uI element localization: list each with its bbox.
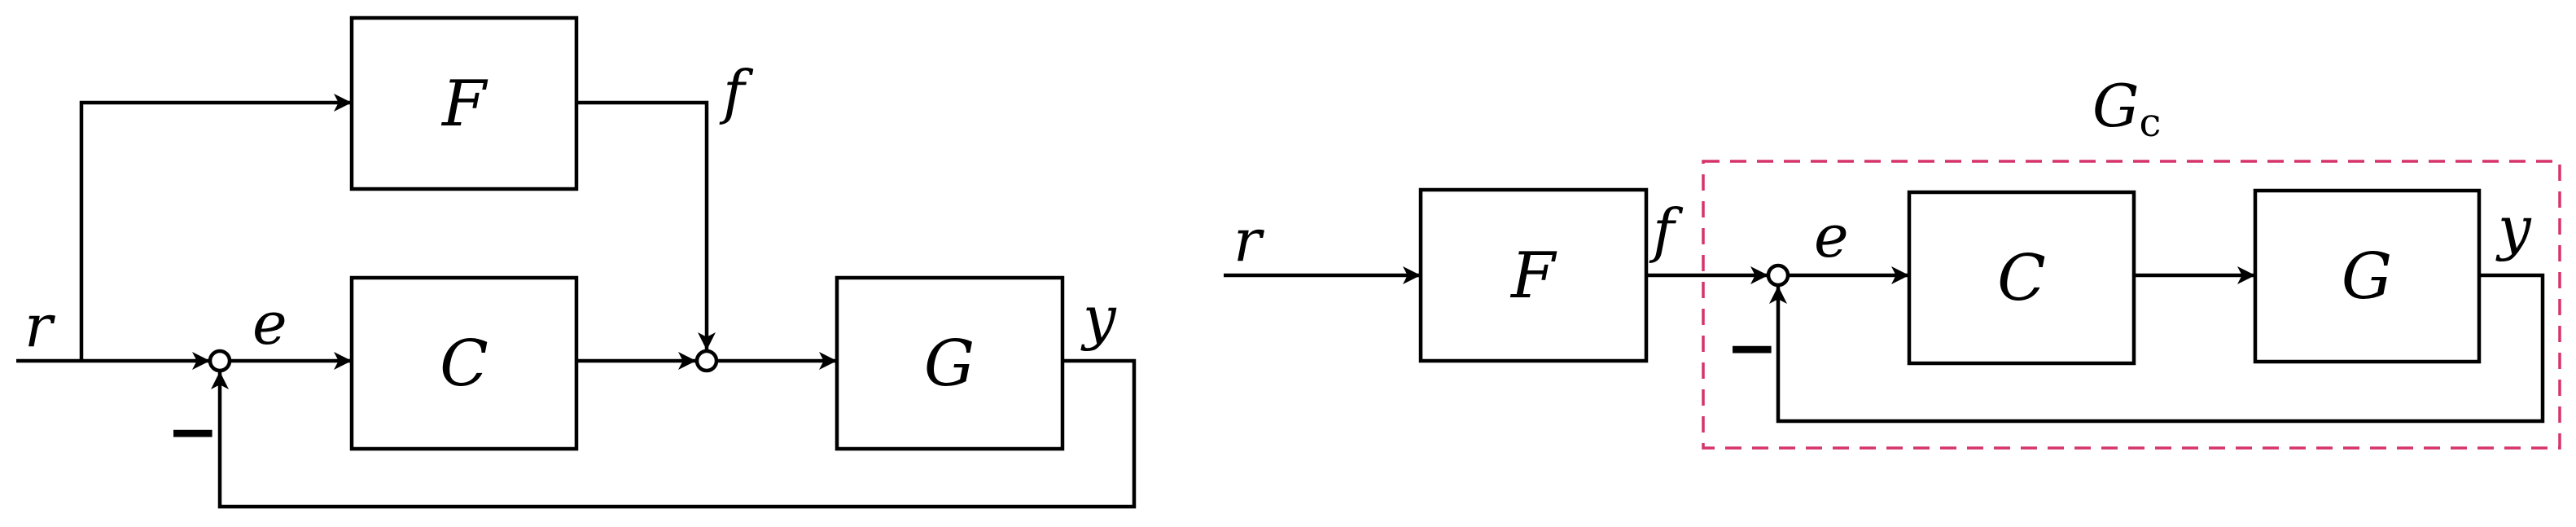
- left-block-controller-label: C: [440, 327, 488, 401]
- left-wire-feedback: [211, 358, 1137, 509]
- left-block-prefilter: F: [349, 15, 579, 191]
- left-summing-junction-feedforward: [694, 349, 719, 373]
- right-closed-loop-frame: [1702, 160, 2561, 450]
- left-summing-junction-error: [208, 349, 232, 373]
- right-block-plant-label: G: [2342, 240, 2392, 314]
- right-signal-error: e: [1814, 202, 1849, 270]
- left-block-controller: C: [349, 275, 579, 451]
- left-diagram: F C G r e f y −: [16, 15, 1137, 509]
- left-wire-branch-to-prefilter: [79, 94, 352, 361]
- right-closed-loop-label: Gc: [2092, 72, 2161, 146]
- left-signal-error: e: [252, 289, 287, 358]
- left-signal-output: y: [1080, 283, 1117, 352]
- right-signal-reference: r: [1233, 206, 1264, 274]
- right-wires: [1224, 266, 2545, 424]
- left-block-plant: G: [835, 275, 1065, 451]
- right-block-controller: C: [1907, 190, 2136, 366]
- right-block-prefilter: F: [1418, 187, 1649, 363]
- right-diagram: F C G r f e y − Gc: [1224, 72, 2561, 450]
- left-wire-prefilter-to-sum2: [576, 100, 716, 350]
- left-wires: [16, 94, 1137, 509]
- right-summing-junction-error: [1766, 263, 1790, 288]
- right-closed-loop-label-symbol: G: [2092, 72, 2140, 140]
- left-signal-feedforward: f: [719, 58, 754, 126]
- right-block-prefilter-label: F: [1509, 239, 1557, 313]
- right-closed-loop-label-subscript: c: [2140, 100, 2162, 146]
- right-block-controller-label: C: [1997, 242, 2046, 315]
- right-feedback-minus-sign: −: [1726, 311, 1778, 384]
- right-block-plant: G: [2253, 188, 2482, 364]
- left-block-prefilter-label: F: [440, 68, 488, 141]
- left-block-plant-label: G: [924, 327, 975, 401]
- right-wire-feedback: [1769, 273, 2545, 424]
- right-signal-output: y: [2495, 194, 2532, 262]
- right-signal-prefiltered: f: [1649, 196, 1684, 265]
- left-signal-reference: r: [24, 292, 55, 360]
- left-feedback-minus-sign: −: [167, 395, 219, 468]
